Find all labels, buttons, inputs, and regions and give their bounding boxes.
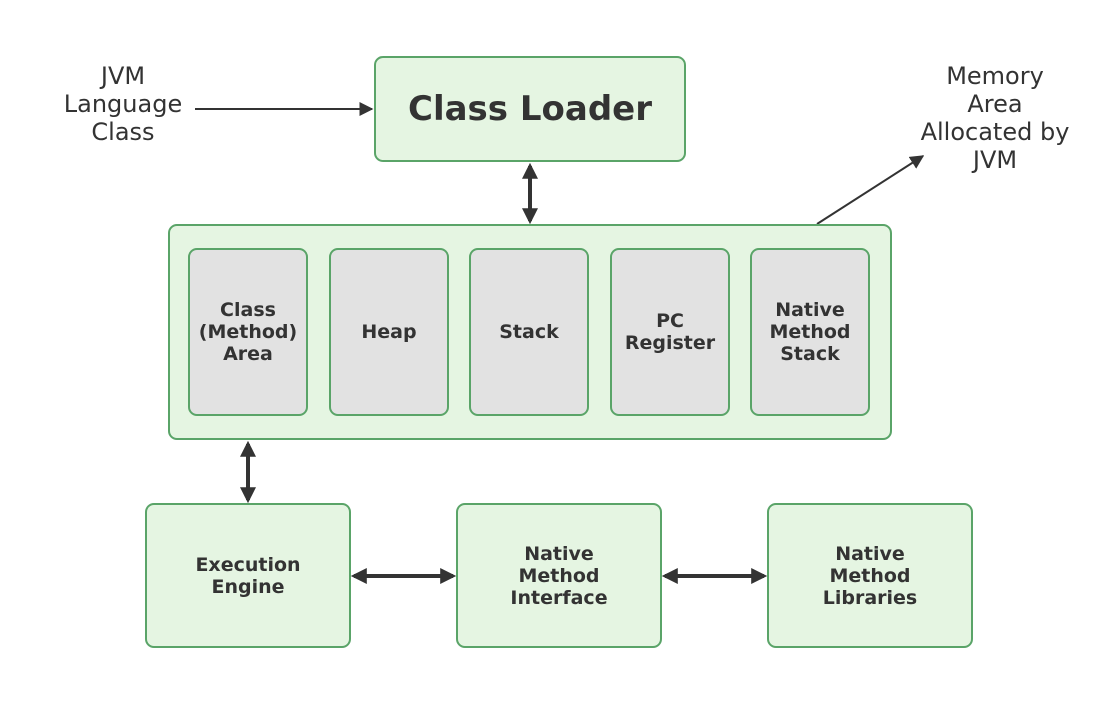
pc-register-box: PC Register xyxy=(610,248,730,416)
heap-box: Heap xyxy=(329,248,449,416)
stack-label: Stack xyxy=(499,321,559,343)
jvm-language-class-note: JVM Language Class xyxy=(63,62,183,146)
class-method-area-label: Class (Method) Area xyxy=(198,299,298,365)
heap-label: Heap xyxy=(361,321,417,343)
arrow-memory-area-note xyxy=(816,155,925,225)
native-method-stack-label: Native Method Stack xyxy=(769,299,851,365)
stack-box: Stack xyxy=(469,248,589,416)
native-method-interface-box: Native Method Interface xyxy=(456,503,662,648)
execution-engine-box: Execution Engine xyxy=(145,503,351,648)
execution-engine-label: Execution Engine xyxy=(195,553,301,598)
native-method-libraries-label: Native Method Libraries xyxy=(822,542,918,609)
memory-area-note: Memory Area Allocated by JVM xyxy=(920,62,1070,174)
native-method-interface-label: Native Method Interface xyxy=(510,542,608,609)
native-method-libraries-box: Native Method Libraries xyxy=(767,503,973,648)
pc-register-label: PC Register xyxy=(624,310,716,354)
class-loader-label: Class Loader xyxy=(408,89,652,129)
class-loader-box: Class Loader xyxy=(374,56,686,162)
class-method-area-box: Class (Method) Area xyxy=(188,248,308,416)
native-method-stack-box: Native Method Stack xyxy=(750,248,870,416)
